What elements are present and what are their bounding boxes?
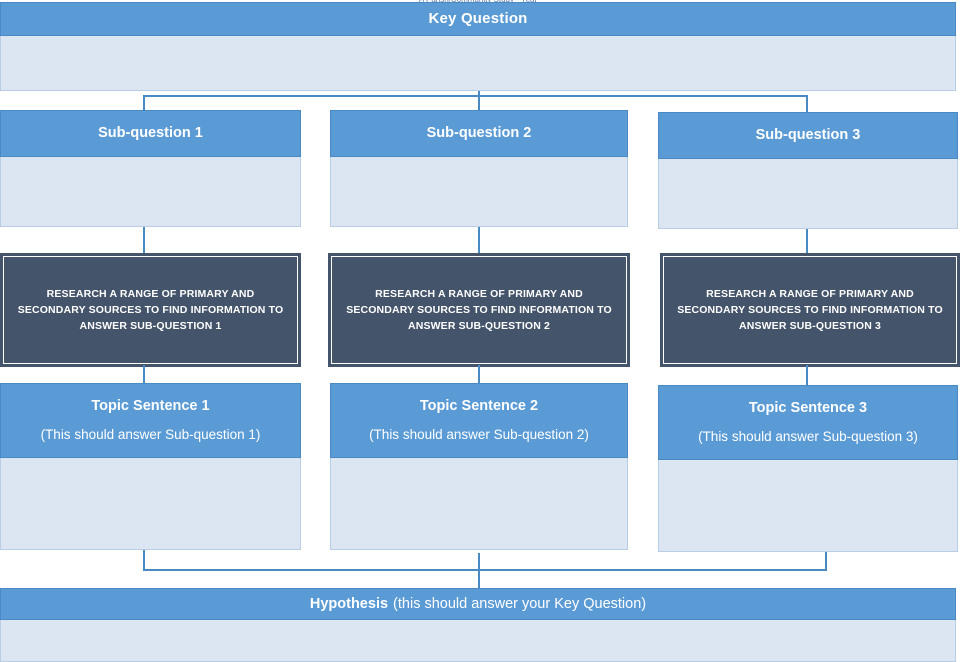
sub-question-1-box[interactable]: Sub-question 1 bbox=[0, 110, 301, 227]
topic-sentence-3-body[interactable] bbox=[658, 460, 958, 552]
connector-sq2-to-research2 bbox=[478, 227, 480, 256]
connector-research3-to-ts3 bbox=[806, 365, 808, 386]
research-step-2-text: RESEARCH A RANGE OF PRIMARY AND SECONDAR… bbox=[346, 287, 612, 333]
topic-sentence-3-box[interactable]: Topic Sentence 3 (This should answer Sub… bbox=[658, 385, 958, 552]
connector-kq-to-sq3 bbox=[806, 95, 808, 113]
sub-question-3-box[interactable]: Sub-question 3 bbox=[658, 112, 958, 229]
connector-bus-to-hypothesis bbox=[478, 569, 480, 589]
hypothesis-box[interactable]: Hypothesis (this should answer your Key … bbox=[0, 588, 956, 662]
research-step-3-text: RESEARCH A RANGE OF PRIMARY AND SECONDAR… bbox=[677, 287, 943, 333]
sub-question-1-title: Sub-question 1 bbox=[98, 125, 203, 142]
sub-question-2-header: Sub-question 2 bbox=[330, 110, 628, 157]
research-step-1-box[interactable]: RESEARCH A RANGE OF PRIMARY AND SECONDAR… bbox=[0, 253, 301, 367]
connector-hypothesis-bus bbox=[143, 569, 827, 571]
connector-sq3-to-research3 bbox=[806, 229, 808, 256]
connector-research1-to-ts1 bbox=[143, 365, 145, 384]
topic-sentence-1-box[interactable]: Topic Sentence 1 (This should answer Sub… bbox=[0, 383, 301, 550]
sub-question-2-title: Sub-question 2 bbox=[426, 125, 532, 142]
topic-sentence-1-subtitle: (This should answer Sub-question 1) bbox=[40, 427, 261, 443]
topic-sentence-1-title: Topic Sentence 1 bbox=[91, 398, 210, 414]
topic-sentence-3-subtitle: (This should answer Sub-question 3) bbox=[698, 429, 918, 445]
topic-sentence-2-title: Topic Sentence 2 bbox=[419, 398, 539, 414]
key-question-title: Key Question bbox=[428, 9, 528, 27]
connector-kq-to-sq1 bbox=[143, 95, 145, 111]
key-question-header: Key Question bbox=[0, 2, 956, 36]
hypothesis-subtitle: (this should answer your Key Question) bbox=[393, 595, 647, 612]
sub-question-1-body[interactable] bbox=[0, 157, 301, 227]
connector-ts2-drop bbox=[478, 553, 480, 571]
clipped-title-artifact: A Parish/Community Study - Year bbox=[0, 0, 956, 3]
topic-sentence-3-header: Topic Sentence 3 (This should answer Sub… bbox=[658, 385, 958, 460]
topic-sentence-1-header: Topic Sentence 1 (This should answer Sub… bbox=[0, 383, 301, 458]
key-question-box[interactable]: Key Question bbox=[0, 2, 956, 91]
sub-question-3-title: Sub-question 3 bbox=[755, 127, 861, 144]
topic-sentence-2-body[interactable] bbox=[330, 458, 628, 550]
connector-ts3-drop bbox=[825, 552, 827, 571]
sub-question-2-box[interactable]: Sub-question 2 bbox=[330, 110, 628, 227]
hypothesis-header: Hypothesis (this should answer your Key … bbox=[0, 588, 956, 620]
connector-ts1-drop bbox=[143, 550, 145, 571]
topic-sentence-2-subtitle: (This should answer Sub-question 2) bbox=[369, 427, 589, 443]
hypothesis-body[interactable] bbox=[0, 620, 956, 662]
connector-sq1-to-research1 bbox=[143, 227, 145, 256]
topic-sentence-3-title: Topic Sentence 3 bbox=[748, 400, 868, 416]
connector-kq-bus bbox=[143, 95, 808, 97]
sub-question-2-body[interactable] bbox=[330, 157, 628, 227]
sub-question-3-body[interactable] bbox=[658, 159, 958, 229]
research-step-3-box[interactable]: RESEARCH A RANGE OF PRIMARY AND SECONDAR… bbox=[660, 253, 960, 367]
connector-kq-to-sq2 bbox=[478, 95, 480, 111]
research-step-2-box[interactable]: RESEARCH A RANGE OF PRIMARY AND SECONDAR… bbox=[328, 253, 630, 367]
connector-research2-to-ts2 bbox=[478, 365, 480, 384]
research-step-1-text: RESEARCH A RANGE OF PRIMARY AND SECONDAR… bbox=[17, 287, 284, 333]
topic-sentence-2-header: Topic Sentence 2 (This should answer Sub… bbox=[330, 383, 628, 458]
sub-question-3-header: Sub-question 3 bbox=[658, 112, 958, 159]
key-question-body[interactable] bbox=[0, 36, 956, 91]
topic-sentence-1-body[interactable] bbox=[0, 458, 301, 550]
hypothesis-title: Hypothesis bbox=[309, 595, 389, 612]
sub-question-1-header: Sub-question 1 bbox=[0, 110, 301, 157]
topic-sentence-2-box[interactable]: Topic Sentence 2 (This should answer Sub… bbox=[330, 383, 628, 553]
